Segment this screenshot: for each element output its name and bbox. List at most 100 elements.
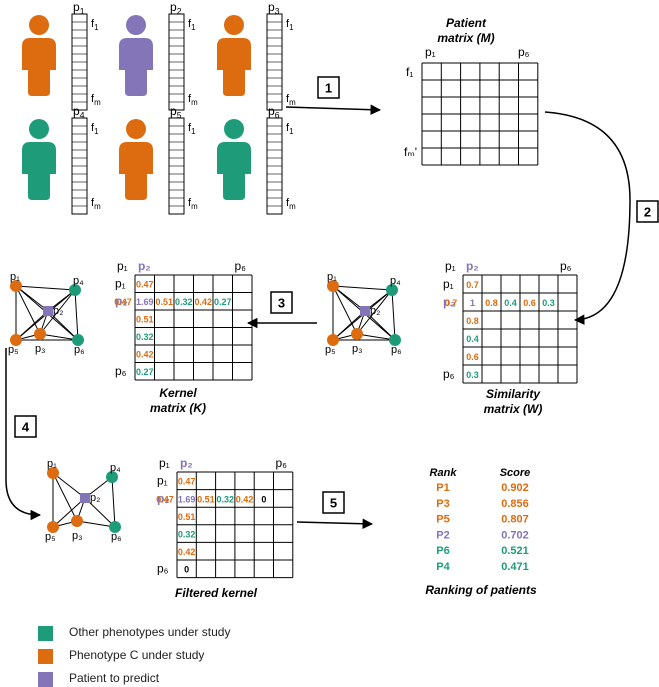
filtered_kernel-col-value: 0.47 [178,477,196,487]
graph-kernel-node-p2 [43,306,53,316]
graph-filtered-edge [111,476,116,528]
graph-filtered-label-6: p₆ [111,531,122,543]
patient-icon-3 [217,15,251,96]
graph-kernel-label-6: p₆ [74,344,85,356]
patient-matrix-title-2: matrix (M) [437,31,494,45]
feature-label-top: f1 [286,122,294,136]
feature-label-bottom: fm [91,197,101,211]
patient-icon-6 [217,119,251,200]
patient-icon-5 [119,119,153,200]
graph-similarity-edge [391,289,396,341]
step-box-2 [636,200,659,223]
patient-icon-1-head [29,15,49,35]
filtered_kernel-row-value: 0.32 [216,494,234,504]
graph-similarity-node-1 [327,280,339,292]
graph-kernel-edge [15,285,76,291]
graph-filtered-label-3: p₃ [72,530,83,542]
kernel_matrix-row-value: 0.47 [114,297,132,307]
step-number-4: 4 [22,420,30,435]
similarity_matrix-row-label-1: p₂ [443,295,456,309]
graph-filtered-node-1 [47,467,59,479]
legend-swatch [38,649,53,664]
filtered_kernel-row-value: 0 [261,494,266,504]
similarity_matrix-row-value: 0.6 [523,298,536,308]
feature-label-top: f1 [91,122,99,136]
kernel_matrix-row-label-2: p₆ [115,364,127,378]
similarity_matrix-col-value: 0.4 [466,334,479,344]
graph-kernel-node-3 [34,328,46,340]
kernel-matrix-title: Kernel [159,386,197,400]
similarity_matrix-row-label-0: p₁ [443,277,454,291]
graph-kernel-edge [74,289,79,341]
feature-label-bottom: fm [188,93,198,107]
graph-similarity-edge [332,285,393,291]
patient-label-6: p6 [268,104,280,120]
graph-similarity-node-3 [351,328,363,340]
ranking-score: 0.471 [501,561,529,573]
feature-label-bottom: fm [286,197,296,211]
graph-filtered-label-4: p₄ [110,462,121,474]
kernel_matrix-col-label-2: p₆ [235,259,247,273]
ranking-rank: P1 [436,482,449,494]
arrow-step-4 [5,348,42,521]
filtered_kernel-col-label-1: p₂ [180,456,193,470]
feature-label-bottom: fm [286,93,296,107]
patient-icon-1 [22,15,56,96]
kernel_matrix-row-value: 0.32 [175,297,193,307]
similarity_matrix-col-value: 0.6 [466,352,479,362]
patient-label-1: p1 [73,0,85,16]
filtered_kernel-row-value: 0.42 [236,494,254,504]
graph-kernel-label-4: p₄ [73,275,84,287]
similarity_matrix-col-label-0: p₁ [445,259,456,273]
graph-similarity-node-p2 [360,306,370,316]
arrow-step-2 [544,111,631,325]
filtered_kernel-col-label-2: p₆ [276,456,288,470]
kernel_matrix-col-value: 0.51 [136,315,154,325]
patient-icon-5-head [126,119,146,139]
step-number-5: 5 [330,496,337,511]
filtered_kernel-col-value: 0 [184,565,189,575]
kernel_matrix-row-value: 1.69 [136,297,154,307]
similarity-matrix-title-2: matrix (W) [484,402,543,416]
similarity_matrix-row-value: 0.7 [445,298,458,308]
patient-icon-2 [119,15,153,96]
ranking-title: Ranking of patients [425,583,537,597]
legend-label: Patient to predict [69,671,160,685]
graph-kernel-node-1 [10,280,22,292]
ranking-score: 0.807 [501,514,529,526]
similarity_matrix-row-value: 0.3 [542,298,555,308]
legend-label: Other phenotypes under study [69,625,231,639]
kernel_matrix-row-label-1: p₂ [115,294,128,308]
patient-icon-4 [22,119,56,200]
similarity_matrix-col-label-1: p₂ [466,259,479,273]
graph-filtered-label-2: p₂ [90,492,100,504]
patient-icon-4-body [22,142,56,200]
graph-filtered-edge [52,497,86,528]
similarity-matrix-title: Similarity [486,387,541,401]
similarity_matrix-col-value: 0.8 [466,316,479,326]
ranking-rank: P3 [436,498,449,510]
patient-icon-6-body [217,142,251,200]
similarity_matrix-col-label-2: p₆ [560,259,572,273]
patient-matrix-row-last: fₘ' [404,145,417,159]
graph-similarity-edge [356,289,393,335]
kernel_matrix-row-value: 0.42 [194,297,212,307]
feature-label-top: f1 [188,18,196,32]
legend-label: Phenotype C under study [69,648,205,662]
filtered-kernel-title: Filtered kernel [175,586,258,600]
kernel_matrix-col-value: 0.42 [136,350,154,360]
similarity_matrix-row-value: 1 [470,298,475,308]
graph-kernel-label-5: p₅ [8,344,19,356]
ranking-score: 0.521 [501,545,529,557]
filtered_kernel-col-value: 0.51 [178,512,196,522]
ranking-header-rank: Rank [430,467,458,479]
ranking-rank: P6 [436,545,449,557]
similarity_matrix-col-value: 0.7 [466,280,479,290]
patient-label-5: p5 [170,104,182,120]
patient-icon-3-head [224,15,244,35]
legend-swatch [38,626,53,641]
